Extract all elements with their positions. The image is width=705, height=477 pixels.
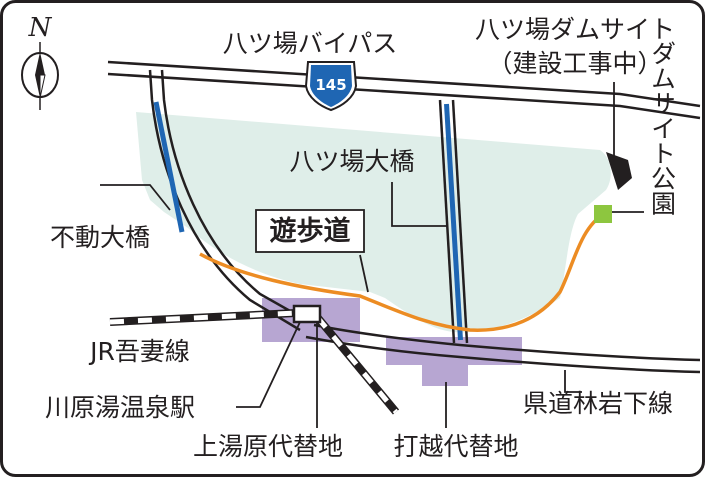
label-dam-site-line2: （建設工事中） xyxy=(487,49,662,78)
fudo-road-edge-right xyxy=(160,69,307,322)
label-prefectural-road: 県道林岩下線 xyxy=(523,389,673,418)
prefectural-road-edge-top xyxy=(313,323,701,362)
uchikoshi-site-area-bottom xyxy=(422,362,468,386)
dam-site-marker xyxy=(606,152,632,190)
jr-line-south-dash xyxy=(316,316,398,414)
compass-north-label: N xyxy=(28,13,53,43)
leader-fudo-bridge xyxy=(100,184,171,211)
route-number: 145 xyxy=(315,76,346,94)
label-jr-agatsuma-line: JR吾妻線 xyxy=(88,337,190,366)
dam-site-park-marker xyxy=(594,205,612,223)
route-145-shield: 145 xyxy=(304,61,358,112)
bypass-road-edge-top xyxy=(107,60,701,108)
reservoir-area xyxy=(136,112,611,333)
label-yanba-bridge: 八ツ場大橋 xyxy=(289,147,414,176)
bypass-road-edge-bottom xyxy=(107,72,701,120)
kawarayu-station-marker xyxy=(292,304,322,324)
leader-promenade xyxy=(359,254,369,293)
fudo-road-edge-left xyxy=(148,69,301,332)
label-fudo-bridge: 不動大橋 xyxy=(50,223,150,252)
promenade-path xyxy=(199,212,605,332)
yanba-bridge xyxy=(444,103,463,341)
fudo-bridge xyxy=(153,101,185,233)
label-kamiyubara-site: 上湯原代替地 xyxy=(193,432,343,461)
prefectural-road-edge-bottom xyxy=(305,335,701,374)
label-promenade: 遊歩道 xyxy=(270,215,351,247)
label-dam-site-line1: 八ツ場ダムサイト xyxy=(475,15,675,44)
label-dam-site-park: ダムサイト公園 xyxy=(648,41,677,216)
leader-yanba-bridge xyxy=(391,182,448,227)
leader-prefectural-road xyxy=(564,370,582,393)
yanba-road-edge-right xyxy=(451,99,469,344)
label-bypass: 八ツ場バイパス xyxy=(223,29,398,58)
promenade-label-box xyxy=(255,209,365,253)
label-uchikoshi-site: 打越代替地 xyxy=(393,432,518,461)
leader-station xyxy=(236,321,301,408)
yanba-road-edge-left xyxy=(438,99,456,344)
label-kawarayu-station: 川原湯温泉駅 xyxy=(45,393,195,422)
jr-line-west-dash xyxy=(109,310,297,325)
compass-rose: N xyxy=(21,13,59,110)
